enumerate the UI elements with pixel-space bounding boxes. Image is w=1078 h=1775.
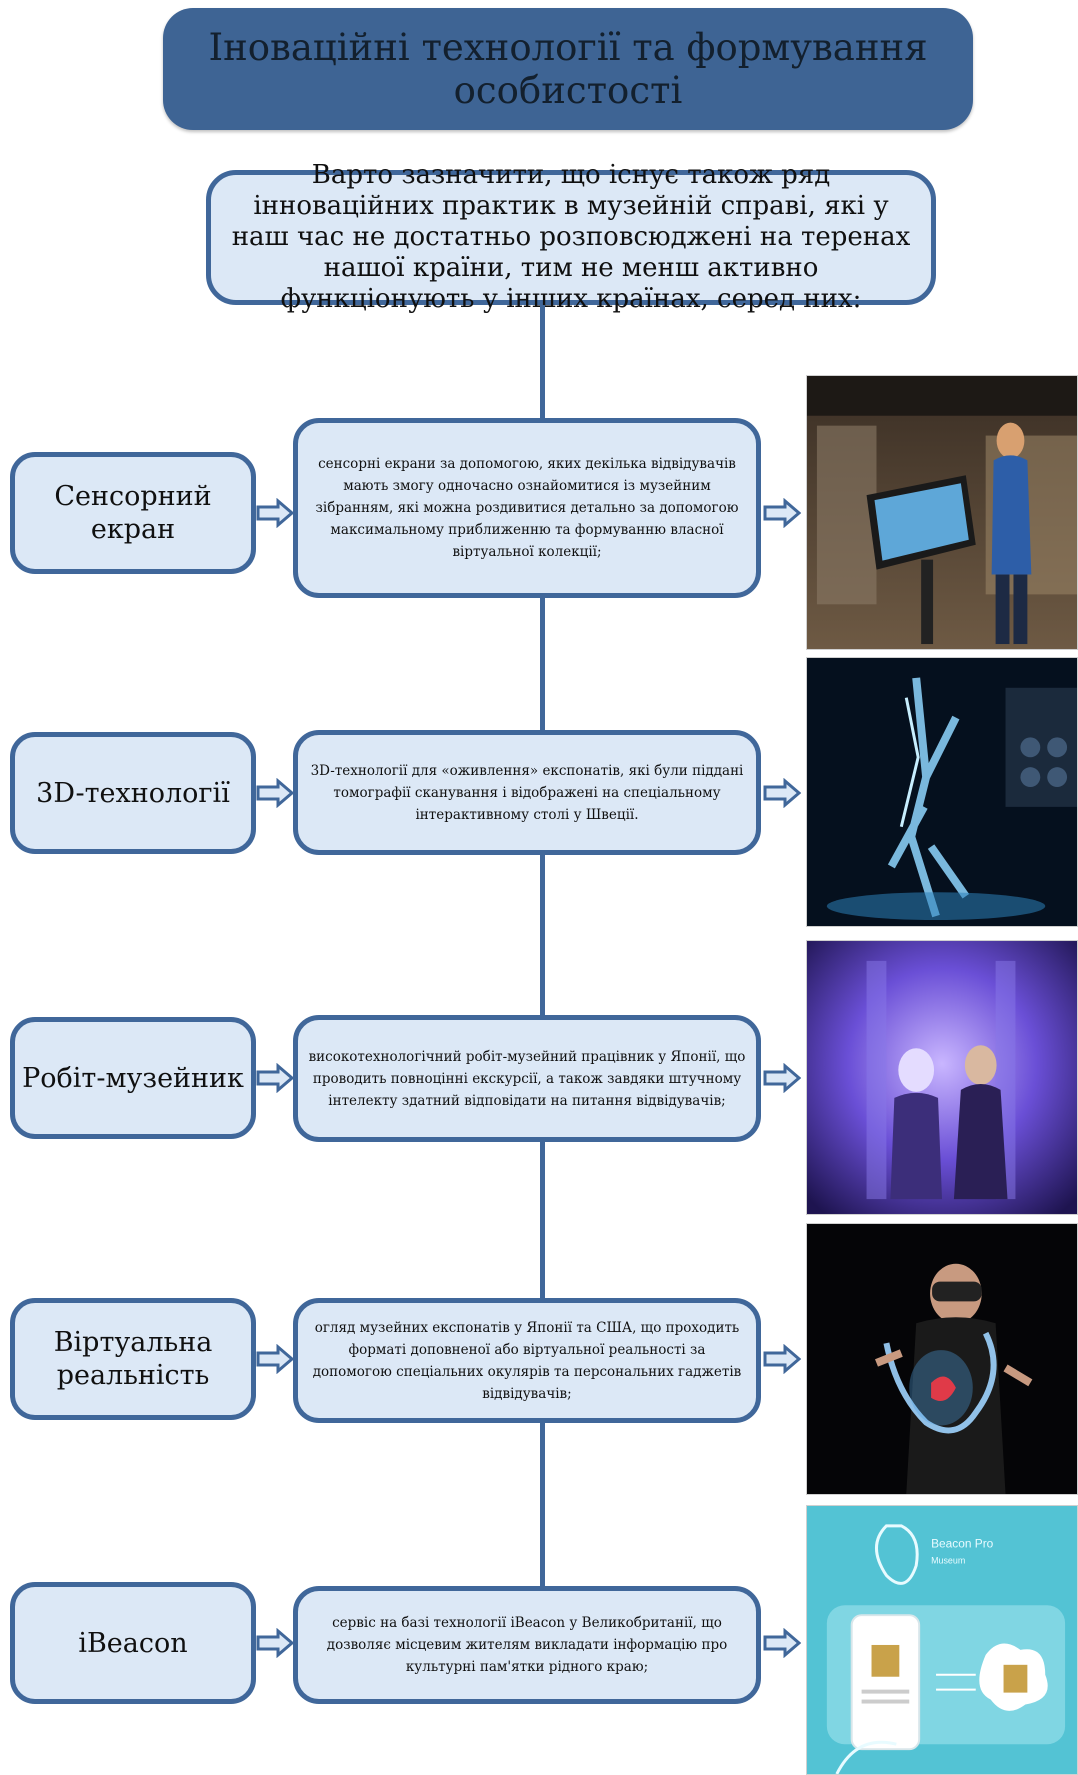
photo-3d-hologram: [806, 657, 1078, 927]
photo-vr-headset-user: [806, 1223, 1078, 1495]
desc-robot-museum-worker: високотехнологічний робіт-музейний праці…: [293, 1015, 761, 1142]
arrow-right-icon: [763, 778, 801, 808]
label-virtual-reality: Віртуальна реальність: [10, 1298, 256, 1420]
label-robot-museum-worker: Робіт-музейник: [10, 1017, 256, 1139]
photo-touch-screen-kiosk: [806, 375, 1078, 650]
photo-ibeacon-app: Beacon Pro Museum: [806, 1505, 1078, 1775]
intro-box: Варто зазначити, що існує також ряд інно…: [206, 160, 936, 314]
ibeacon-subcaption: Museum: [931, 1556, 965, 1566]
arrow-right-icon: [256, 1063, 294, 1093]
photo-robot-guide: [806, 940, 1078, 1215]
arrow-right-icon: [256, 778, 294, 808]
arrow-right-icon: [256, 1628, 294, 1658]
ibeacon-caption: Beacon Pro: [931, 1537, 994, 1551]
label-sensor-screen: Сенсорний екран: [10, 452, 256, 574]
connector-spine: [540, 305, 545, 1655]
arrow-right-icon: [256, 498, 294, 528]
desc-virtual-reality: огляд музейних експонатів у Японії та СШ…: [293, 1298, 761, 1423]
desc-sensor-screen: сенсорні екрани за допомогою, яких декіл…: [293, 418, 761, 598]
diagram-title: Іноваційні технології та формування особ…: [163, 8, 973, 130]
arrow-right-icon: [763, 498, 801, 528]
arrow-right-icon: [763, 1063, 801, 1093]
label-ibeacon: iBeacon: [10, 1582, 256, 1704]
arrow-right-icon: [256, 1344, 294, 1374]
desc-ibeacon: сервіс на базі технології iBeacon у Вели…: [293, 1586, 761, 1704]
label-3d-technologies: 3D-технології: [10, 732, 256, 854]
arrow-right-icon: [763, 1628, 801, 1658]
arrow-right-icon: [763, 1344, 801, 1374]
desc-3d-technologies: 3D-технології для «оживлення» експонатів…: [293, 730, 761, 855]
